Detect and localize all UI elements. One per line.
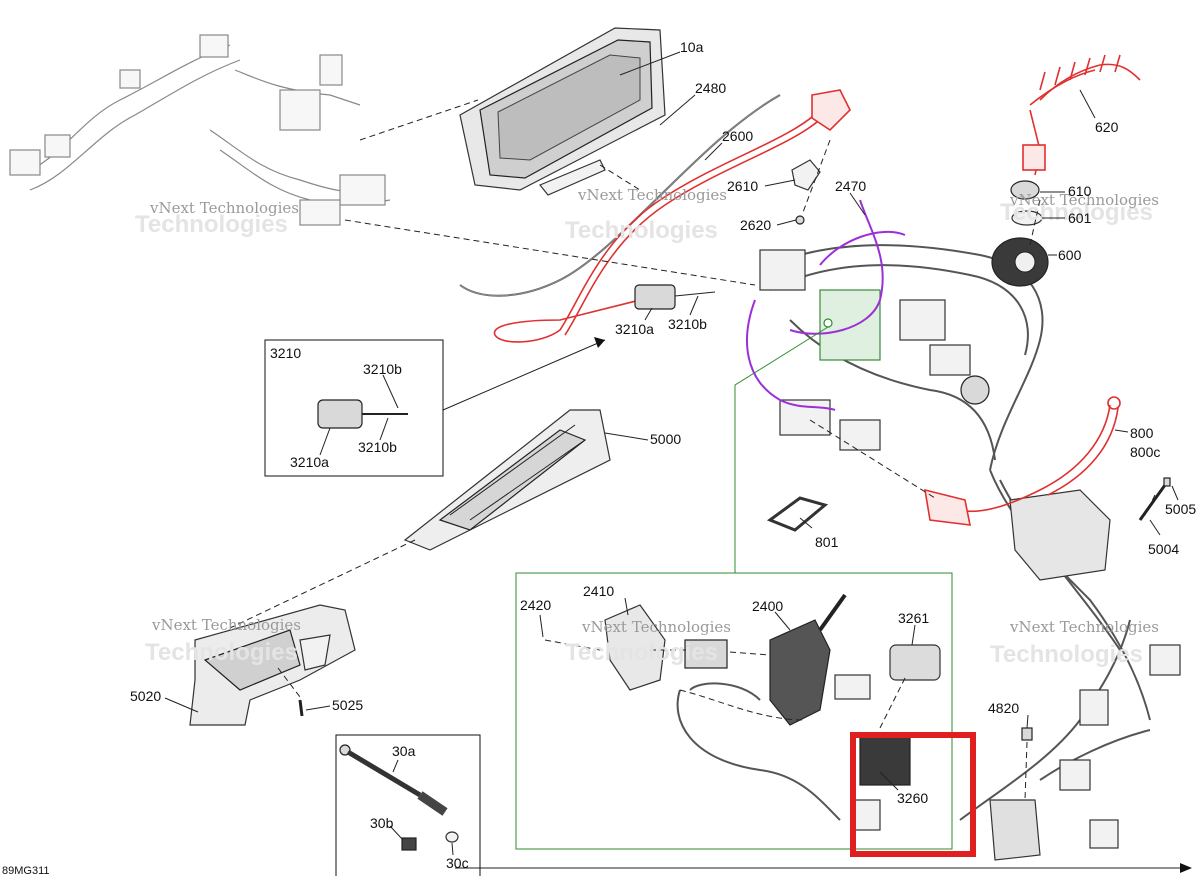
watermarks: Technologies vNext Technologies Technolo… xyxy=(135,186,1159,668)
switch-600 xyxy=(991,237,1049,287)
watermark-6: vNext Technologies xyxy=(1009,618,1159,636)
washer-30c xyxy=(445,831,459,843)
label-5004: 5004 xyxy=(1148,541,1179,557)
label-3210b-top: 3210b xyxy=(363,361,402,377)
watermark-ghost-3: Technologies xyxy=(1000,199,1153,226)
inset-box-3210 xyxy=(264,339,444,477)
ghost-harness-top-left xyxy=(9,34,391,226)
part-labels: 10a 2480 2600 2610 2620 2470 620 610 601… xyxy=(2,39,1196,877)
label-30b: 30b xyxy=(370,815,394,831)
shaft-30a xyxy=(339,744,448,816)
red-cable-800 xyxy=(924,396,1121,526)
watermark-ghost-6: Technologies xyxy=(990,641,1143,668)
cap-610 xyxy=(1010,180,1040,200)
label-3210a-inset: 3210a xyxy=(290,454,329,470)
label-2610: 2610 xyxy=(727,178,758,194)
sensor-4820 xyxy=(1021,727,1033,741)
label-5005: 5005 xyxy=(1165,501,1196,517)
label-3261: 3261 xyxy=(898,610,929,626)
bolt-30b xyxy=(401,837,417,851)
dashed-leaders xyxy=(229,99,1156,801)
label-2470: 2470 xyxy=(835,178,866,194)
label-610: 610 xyxy=(1068,183,1092,199)
label-2480: 2480 xyxy=(695,80,726,96)
label-600: 600 xyxy=(1058,247,1082,263)
connector-3210-mid xyxy=(634,284,716,310)
label-3210: 3210 xyxy=(270,345,301,361)
label-3210a: 3210a xyxy=(615,321,654,337)
label-3210b-bottom: 3210b xyxy=(358,439,397,455)
main-harness-right xyxy=(759,244,1181,861)
watermark-4: vNext Technologies xyxy=(151,616,301,634)
label-2420: 2420 xyxy=(520,597,551,613)
watermark-ghost-5: Technologies xyxy=(565,639,718,666)
label-2600: 2600 xyxy=(722,128,753,144)
label-3210b: 3210b xyxy=(668,316,707,332)
watermark-3: vNext Technologies xyxy=(1009,191,1159,209)
display-10a xyxy=(459,27,666,196)
label-800: 800 xyxy=(1130,425,1154,441)
watermark-ghost-4: Technologies xyxy=(145,639,298,666)
red-cable-2600 xyxy=(493,89,851,343)
solid-leaders xyxy=(442,337,1192,873)
bolt-5005 xyxy=(1138,484,1167,521)
detail-callout-green xyxy=(515,318,953,850)
watermark-1: vNext Technologies xyxy=(149,199,299,217)
label-30a: 30a xyxy=(392,743,416,759)
clip-2610 xyxy=(791,159,821,191)
coil-cable-620 xyxy=(1022,54,1141,176)
label-3260: 3260 xyxy=(897,790,928,806)
watermark-5: vNext Technologies xyxy=(581,618,731,636)
bracket-5000 xyxy=(403,409,611,551)
watermark-ghost-1: Technologies xyxy=(135,211,288,238)
screw-2620 xyxy=(795,215,805,225)
gasket-801 xyxy=(766,496,829,532)
label-2410: 2410 xyxy=(583,583,614,599)
label-2400: 2400 xyxy=(752,598,783,614)
label-5020: 5020 xyxy=(130,688,161,704)
switch-assembly xyxy=(604,593,941,831)
inset-box-30 xyxy=(335,734,481,876)
label-30c: 30c xyxy=(446,855,469,871)
label-801: 801 xyxy=(815,534,839,550)
watermark-ghost-2: Technologies xyxy=(565,217,718,244)
label-5000: 5000 xyxy=(650,431,681,447)
highlight-box xyxy=(850,732,976,857)
label-10a: 10a xyxy=(680,39,704,55)
screw-5025 xyxy=(298,699,304,717)
label-601: 601 xyxy=(1068,210,1092,226)
purple-cable-2470 xyxy=(746,199,906,411)
label-620: 620 xyxy=(1095,119,1119,135)
bracket-5020 xyxy=(189,604,356,726)
watermark-2: vNext Technologies xyxy=(577,186,727,204)
label-2620: 2620 xyxy=(740,217,771,233)
label-4820: 4820 xyxy=(988,700,1019,716)
label-5025: 5025 xyxy=(332,697,363,713)
label-800c: 800c xyxy=(1130,444,1160,460)
diagram-code: 89MG311 xyxy=(2,865,50,877)
